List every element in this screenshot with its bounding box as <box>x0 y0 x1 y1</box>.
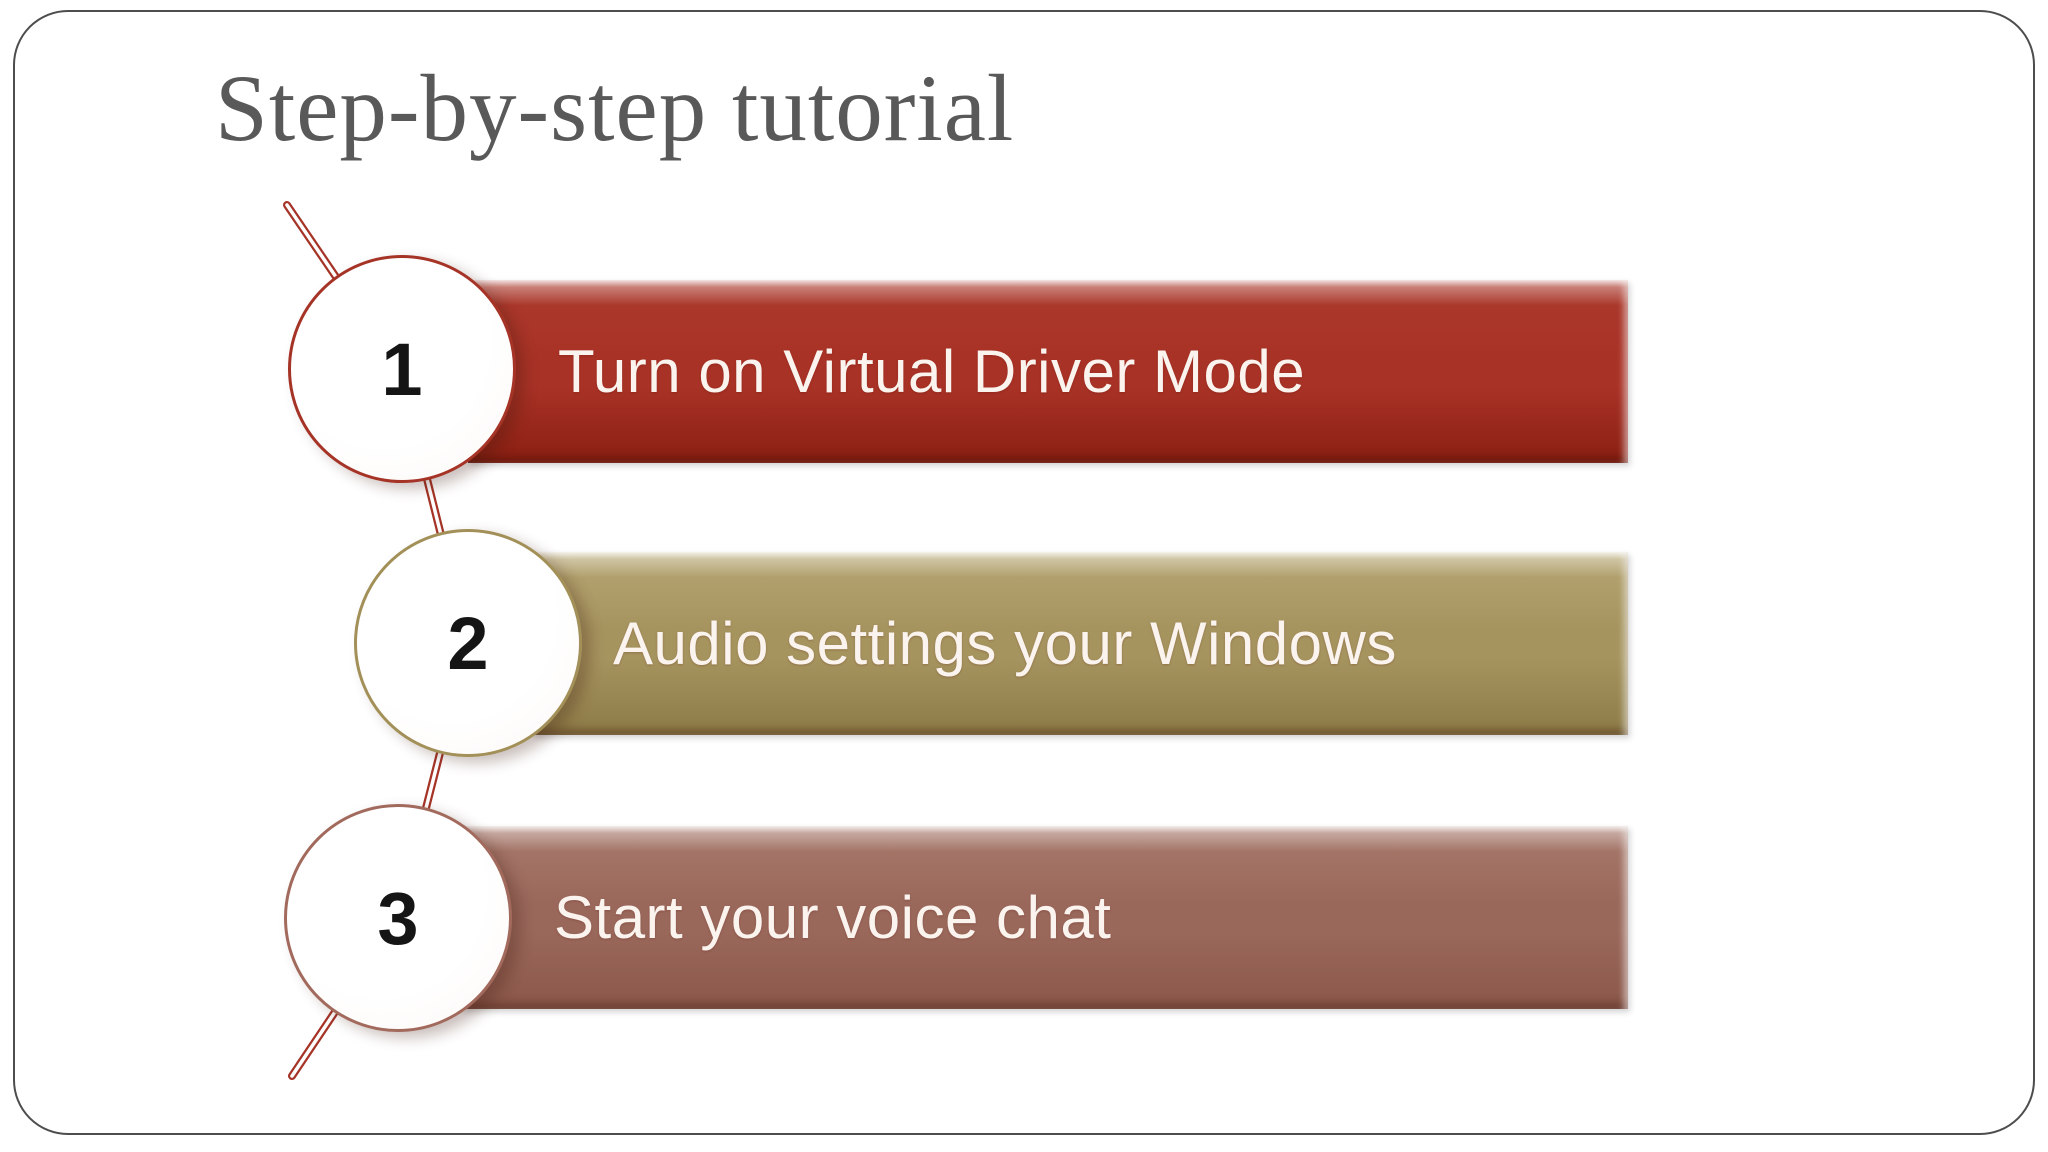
step-circle-3: 3 <box>284 804 512 1032</box>
step-bar-3: Start your voice chat <box>461 826 1628 1009</box>
step-number-3: 3 <box>377 876 419 960</box>
step-bar-3-label: Start your voice chat <box>554 884 1112 951</box>
step-number-1: 1 <box>381 327 423 411</box>
step-circle-1: 1 <box>288 255 516 483</box>
step-number-2: 2 <box>447 601 489 685</box>
step-bar-2-label: Audio settings your Windows <box>613 610 1397 677</box>
step-circle-2: 2 <box>354 529 582 757</box>
step-bar-1: Turn on Virtual Driver Mode <box>468 280 1628 463</box>
step-bar-2: Audio settings your Windows <box>533 552 1628 735</box>
step-bar-1-label: Turn on Virtual Driver Mode <box>558 338 1306 405</box>
slide-title: Step-by-step tutorial <box>215 55 1015 161</box>
